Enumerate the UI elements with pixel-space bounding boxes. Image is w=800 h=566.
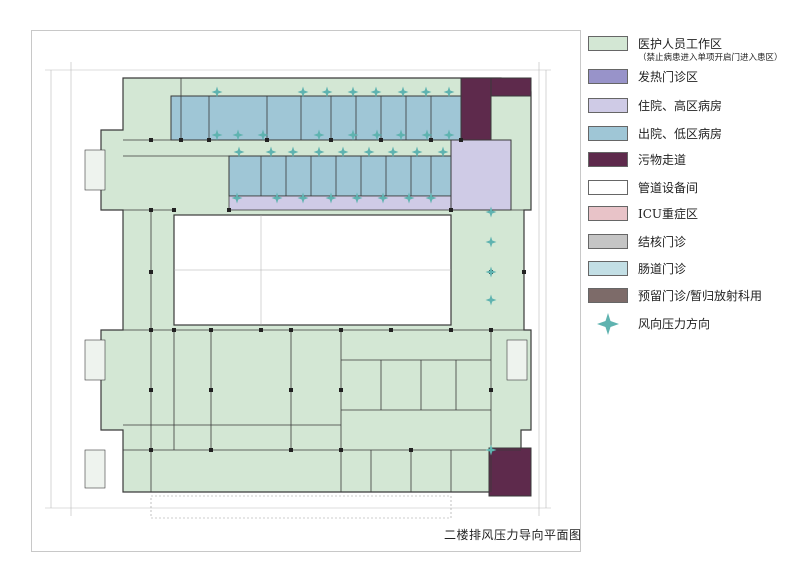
legend-label: 发热门诊区 bbox=[638, 70, 699, 84]
stair-cores bbox=[84, 149, 528, 489]
low-zone-ward-top bbox=[170, 95, 462, 141]
wind-pressure-arrow-icon bbox=[297, 192, 309, 204]
wind-pressure-arrow-icon bbox=[443, 129, 455, 141]
legend-swatch bbox=[588, 126, 628, 141]
legend-swatch bbox=[588, 261, 628, 276]
wind-pressure-arrow-icon bbox=[297, 86, 309, 98]
wind-pressure-arrow-icon bbox=[437, 146, 449, 158]
wind-pressure-arrow-icon bbox=[485, 294, 497, 306]
wind-pressure-arrow-icon bbox=[377, 192, 389, 204]
high-zone-ward-east bbox=[450, 139, 512, 211]
floor-plan bbox=[45, 62, 551, 519]
wind-pressure-arrow-icon bbox=[347, 129, 359, 141]
fever-clinic-strip bbox=[228, 195, 452, 211]
legend-swatch bbox=[588, 36, 628, 51]
wind-pressure-arrow-icon bbox=[321, 86, 333, 98]
legend-swatch bbox=[588, 98, 628, 113]
wind-pressure-arrow-icon bbox=[351, 192, 363, 204]
wind-pressure-arrow-icon bbox=[271, 192, 283, 204]
legend-label: 住院、高区病房 bbox=[638, 99, 723, 113]
wind-pressure-arrow-icon bbox=[231, 192, 243, 204]
wind-pressure-arrow-icon bbox=[347, 86, 359, 98]
wind-pressure-arrow-icon bbox=[371, 129, 383, 141]
wind-pressure-arrow-icon bbox=[363, 146, 375, 158]
site-paving bbox=[150, 495, 452, 519]
legend-swatch bbox=[588, 69, 628, 84]
drawing-caption: 二楼排风压力导向平面图 bbox=[444, 528, 582, 542]
wind-pressure-arrow-icon bbox=[485, 266, 497, 278]
wind-pressure-arrow-icon bbox=[443, 86, 455, 98]
wind-pressure-arrow-icon bbox=[421, 129, 433, 141]
wind-pressure-arrow-icon bbox=[211, 129, 223, 141]
wind-pressure-arrow-icon bbox=[397, 86, 409, 98]
courtyard-lines bbox=[174, 215, 451, 325]
wind-pressure-arrow-icon bbox=[370, 86, 382, 98]
legend-swatch bbox=[588, 152, 628, 167]
legend-label: ICU重症区 bbox=[638, 207, 699, 221]
wind-pressure-arrow-icon bbox=[257, 129, 269, 141]
dirty-corridor-se bbox=[488, 447, 532, 497]
dirty-corridor-ne-2 bbox=[490, 77, 532, 97]
wind-pressure-arrow-icon bbox=[232, 129, 244, 141]
wind-pressure-arrow-icon bbox=[403, 192, 415, 204]
wind-pressure-arrow-icon bbox=[485, 206, 497, 218]
wind-pressure-arrow-icon bbox=[387, 146, 399, 158]
legend-label: 预留门诊/暂归放射科用 bbox=[638, 289, 763, 303]
legend-label: 管道设备间 bbox=[638, 181, 699, 195]
legend-label: 结核门诊 bbox=[638, 235, 687, 249]
dimension-lines bbox=[45, 62, 551, 516]
wind-pressure-arrow-icon bbox=[313, 129, 325, 141]
wind-pressure-arrow-icon bbox=[420, 86, 432, 98]
legend-swatch bbox=[588, 206, 628, 221]
room-partitions bbox=[123, 78, 524, 492]
legend-label: 出院、低区病房 bbox=[638, 127, 723, 141]
dirty-corridor-ne bbox=[460, 77, 492, 141]
legend-note: （禁止病患进入单项开启门进入患区） bbox=[638, 53, 783, 63]
low-zone-ward-middle bbox=[228, 155, 452, 197]
wind-pressure-arrow-icon bbox=[337, 146, 349, 158]
wind-pressure-arrow-icon bbox=[425, 192, 437, 204]
legend-label: 医护人员工作区 bbox=[638, 37, 723, 51]
legend-swatch bbox=[588, 288, 628, 303]
wind-pressure-arrow-icon bbox=[411, 146, 423, 158]
wind-pressure-arrow-icon bbox=[485, 236, 497, 248]
wind-pressure-arrow-icon bbox=[287, 146, 299, 158]
wind-pressure-arrow-icon bbox=[395, 129, 407, 141]
wind-pressure-arrow-icon bbox=[313, 146, 325, 158]
wind-pressure-arrow-icon bbox=[325, 192, 337, 204]
wind-pressure-arrow-icon bbox=[211, 86, 223, 98]
legend-label: 污物走道 bbox=[638, 153, 687, 167]
wind-pressure-arrow-icon bbox=[485, 444, 497, 456]
wind-pressure-arrows bbox=[211, 86, 497, 456]
legend-label: 肠道门诊 bbox=[638, 262, 687, 276]
wind-pressure-arrow-icon bbox=[233, 146, 245, 158]
legend-swatch bbox=[588, 234, 628, 249]
legend-swatch bbox=[588, 180, 628, 195]
wind-pressure-arrow-icon bbox=[265, 146, 277, 158]
wind-pressure-arrow-icon bbox=[597, 313, 619, 335]
legend-label: 风向压力方向 bbox=[638, 317, 711, 331]
